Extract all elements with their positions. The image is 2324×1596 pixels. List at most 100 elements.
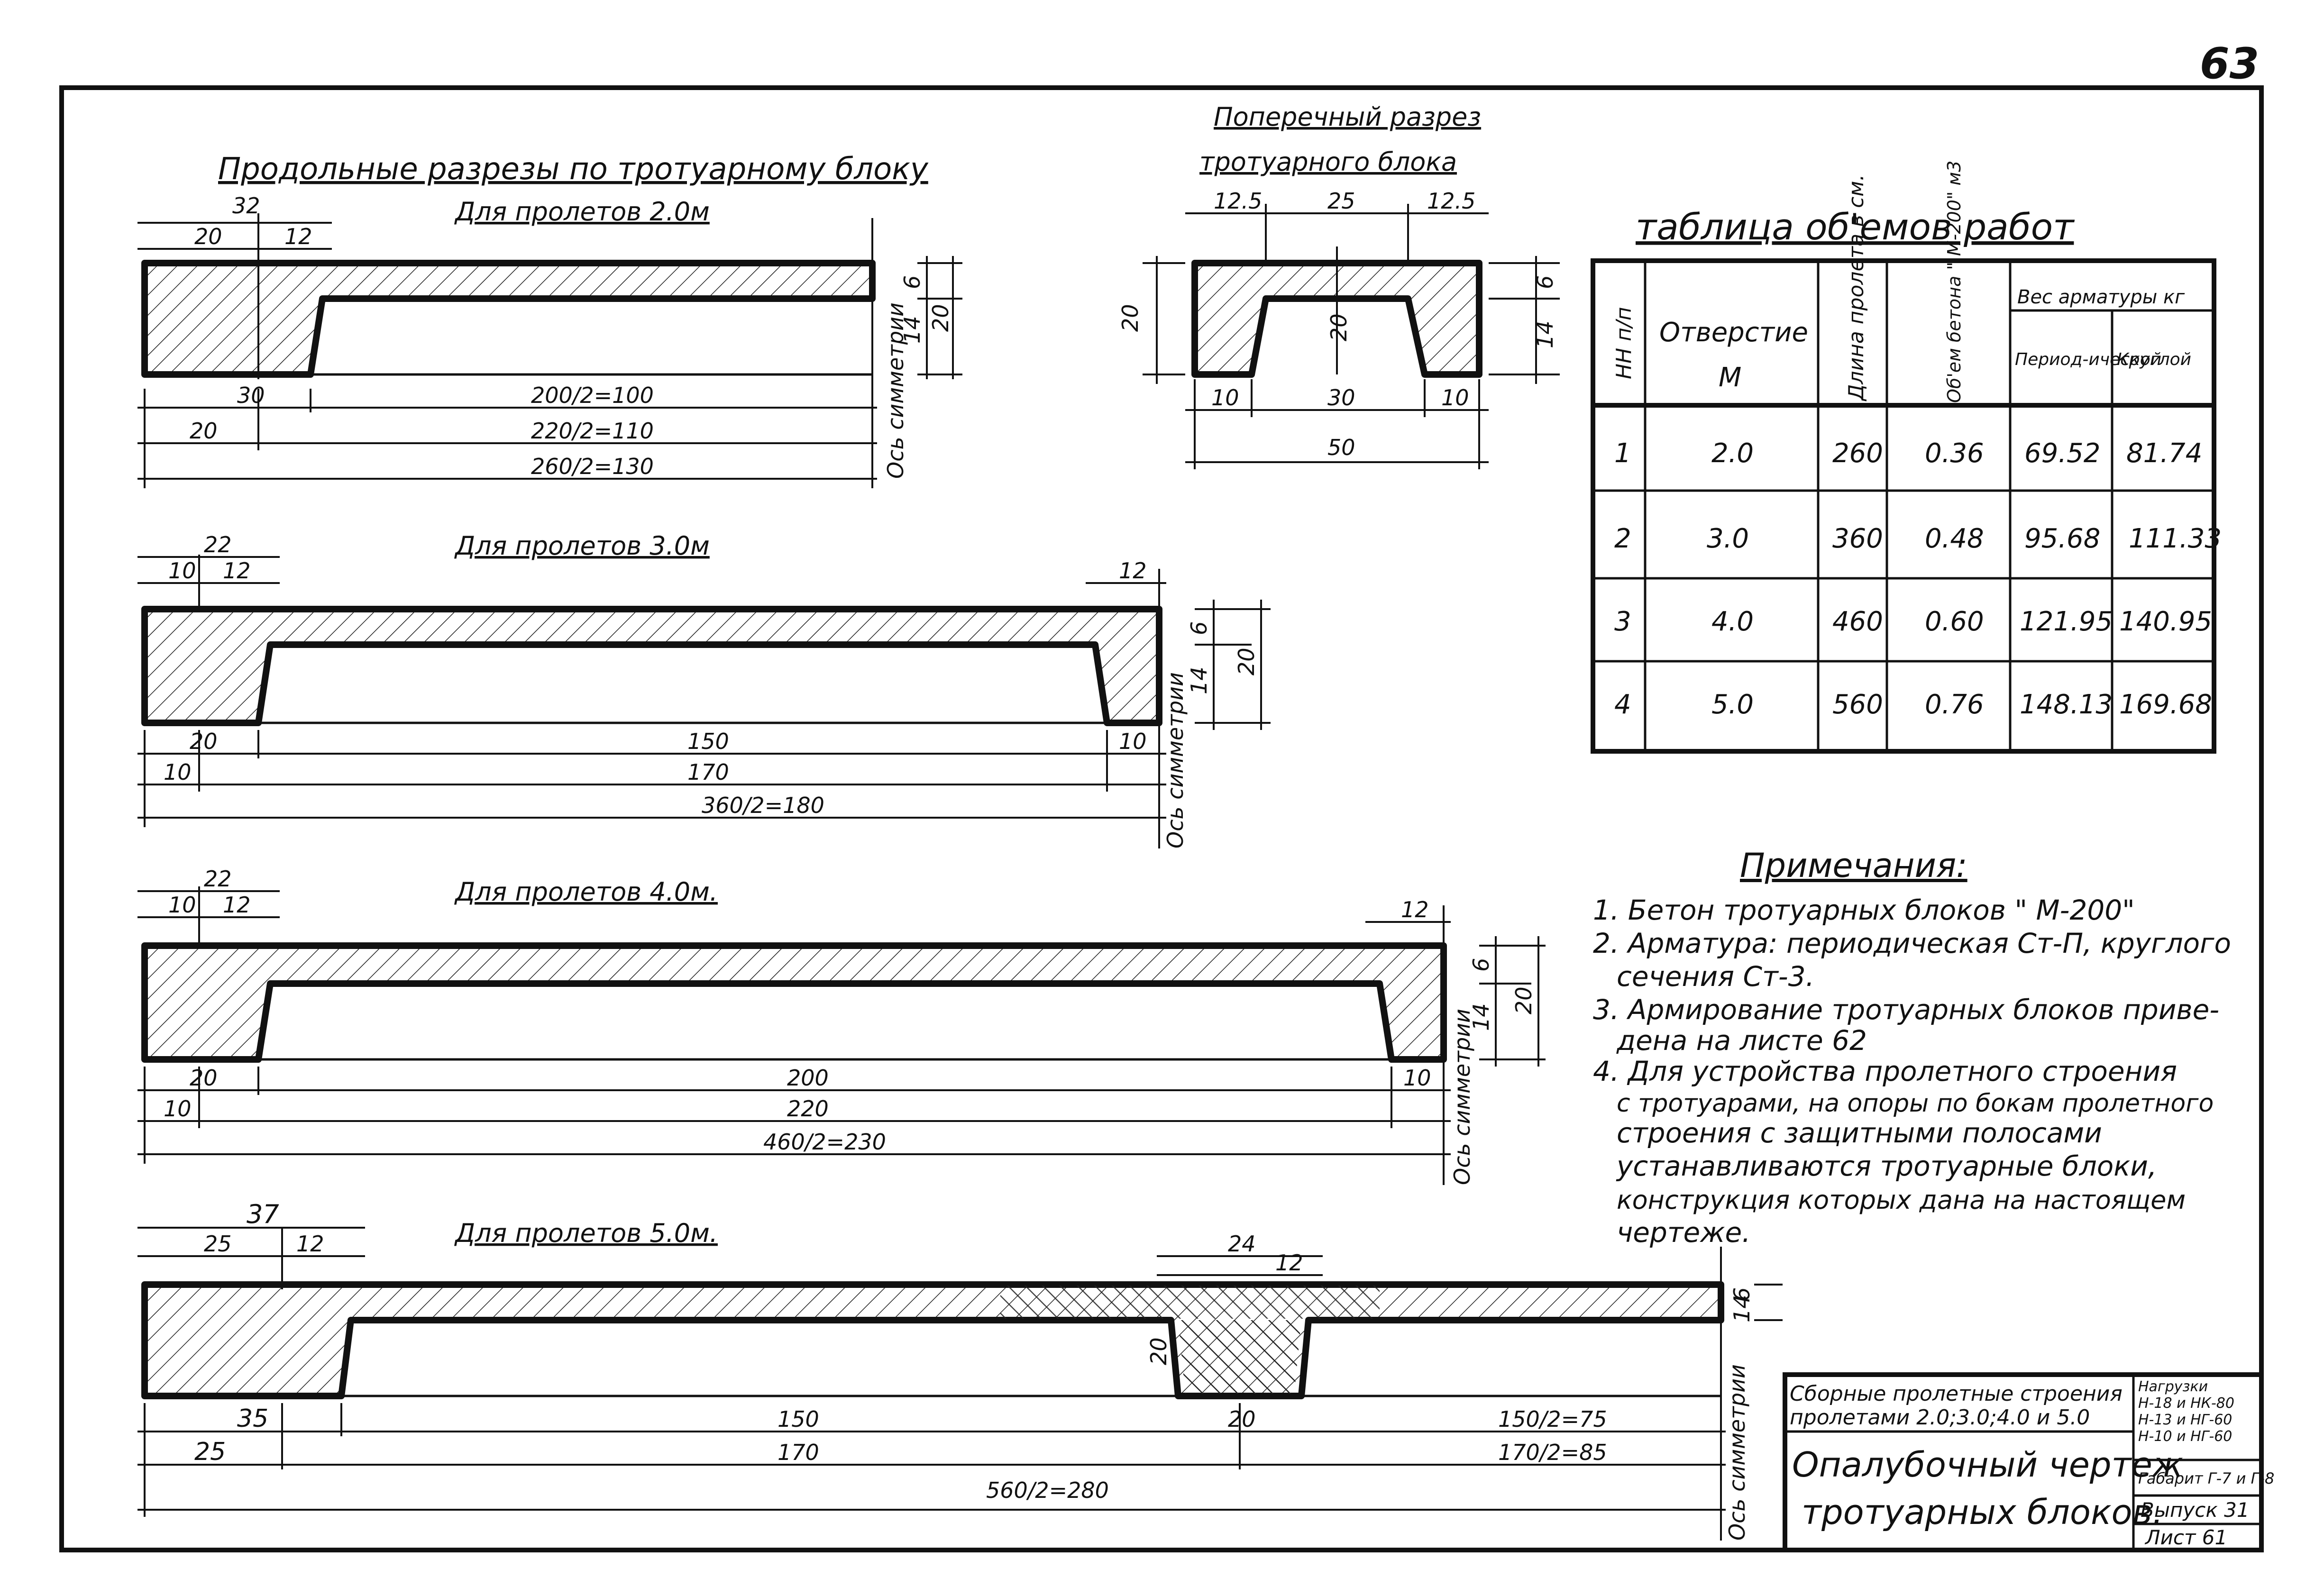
dim-4m-20h: 20 [1511,986,1537,1014]
row1-periodic: 69.52 [2024,438,2100,469]
section-2m-profile [141,260,876,378]
table-title: таблица об'емов работ [1636,206,2075,248]
th-length: Длина пролета в см. [1844,174,1868,402]
note-line-7: с тротуарами, на опоры по бокам пролетно… [1617,1089,2214,1118]
section-5m-rib [1178,1320,1301,1394]
note-line-11: чертеже. [1617,1216,1751,1249]
th-opening-unit: М [1719,362,1741,393]
section-5m-joint [1000,1286,1380,1319]
stamp-series-1: Сборные пролетные строения [1790,1382,2123,1406]
cross-dim-20: 20 [1117,304,1143,332]
section-5m-label: Для пролетов 5.0м. [454,1218,718,1248]
cross-dim-12-5b: 12.5 [1427,188,1475,214]
row1-round: 81.74 [2126,438,2202,469]
note-line-8: строения с защитными полосами [1617,1117,2102,1149]
row1-length: 260 [1832,438,1883,469]
row1-volume: 0.36 [1925,438,1984,469]
stamp-drawing-1: Опалубочный чертеж [1792,1445,2183,1485]
volumes-table: таблица об'емов работ НН п/п Отверстие М… [1591,161,2222,754]
dim-5m-6: 6 [1729,1287,1755,1301]
dim-3m-14: 14 [1186,666,1212,694]
row3-round: 140.95 [2119,606,2212,637]
stamp-load-2: Н-18 и НК-80 [2138,1395,2234,1412]
dim-2m-6: 6 [899,275,925,289]
row2-length: 360 [1832,523,1883,554]
stamp-issue: Выпуск 31 [2141,1498,2250,1522]
dim-5m-85: 170/2=85 [1498,1440,1607,1465]
stamp-load-3: Н-13 и НГ-60 [2138,1412,2232,1428]
cross-section: Поперечный разрез тротуарного блока 12.5… [1117,102,1560,469]
stamp-series-2: пролетами 2.0;3.0;4.0 и 5.0 [1790,1405,2090,1430]
row1-n: 1 [1614,438,1631,469]
section-3m: Для пролетов 3.0м Ось симметрии 22 10 12… [137,531,1271,848]
dim-3m-170: 170 [687,759,729,785]
dim-5m-35: 35 [237,1404,268,1433]
stamp-gabarit: Габарит Г-7 и Г-8 [2138,1469,2274,1487]
dim-2m-32: 32 [232,193,260,219]
dim-3m-12r: 12 [1119,558,1147,584]
th-opening: Отверстие [1659,317,1808,348]
cross-dim-10a: 10 [1211,385,1239,410]
note-line-1: 1. Бетон тротуарных блоков " М-200" [1593,894,2135,926]
dim-2m-20h: 20 [928,304,953,332]
dim-3m-20: 20 [190,729,218,754]
th-volume: Об'ем бетона " М-200" м3 [1944,161,1965,403]
note-line-10: конструкция которых дана на настоящем [1617,1185,2186,1215]
section-3m-label: Для пролетов 3.0м [454,531,710,561]
section-3m-axis: Ось симметрии [1162,672,1188,848]
row3-volume: 0.60 [1925,606,1984,637]
row4-n: 4 [1614,689,1631,720]
row2-opening: 3.0 [1707,523,1749,554]
stamp-load-4: Н-10 и НГ-60 [2138,1428,2232,1445]
section-2m: Для пролетов 2.0м Ось симметрии 32 20 12… [137,193,962,488]
th-weight: Вес арматуры кг [2017,286,2185,308]
section-5m-axis: Ось симметрии [1724,1364,1750,1541]
dim-3m-150: 150 [687,729,729,754]
section-4m: Для пролетов 4.0м. Ось симметрии 22 10 1… [137,866,1546,1185]
dim-4m-230: 460/2=230 [763,1129,886,1155]
section-2m-axis: Ось симметрии [883,302,908,479]
dim-4m-10r: 10 [1403,1065,1431,1091]
dim-5m-37: 37 [247,1199,279,1229]
dim-4m-12: 12 [223,892,251,918]
dim-4m-20: 20 [190,1065,218,1091]
dim-4m-22: 22 [204,866,232,892]
section-5m: Для пролетов 5.0м. Ось симметрии 37 25 1… [137,1199,1783,1541]
row2-volume: 0.48 [1925,523,1984,554]
row2-n: 2 [1614,523,1631,554]
row2-periodic: 95.68 [2024,523,2100,554]
section-5m-profile [141,1281,1724,1399]
dim-3m-10r: 10 [1119,729,1147,754]
dim-3m-6: 6 [1186,621,1212,635]
note-line-9: устанавливаются тротуарные блоки, [1616,1150,2157,1182]
row3-periodic: 121.95 [2020,606,2113,637]
row4-round: 169.68 [2119,689,2212,720]
cross-dim-14: 14 [1532,320,1558,348]
dim-3m-10: 10 [168,558,196,584]
note-line-4: 3. Армирование тротуарных блоков приве- [1593,994,2219,1026]
row4-periodic: 148.13 [2020,689,2113,720]
dim-2m-14: 14 [899,316,925,344]
section-4m-profile [141,942,1447,1063]
section-2m-label: Для пролетов 2.0м [454,197,710,227]
cross-dim-20-inner: 20 [1326,313,1352,341]
note-line-5: дена на листе 62 [1616,1024,1867,1057]
dim-4m-10: 10 [168,892,196,918]
cross-dim-10b: 10 [1441,385,1469,410]
main-title: Продольные разрезы по тротуарному блоку [218,152,929,187]
dim-3m-10b: 10 [164,759,192,785]
row3-opening: 4.0 [1711,606,1754,637]
dim-3m-20h: 20 [1234,648,1259,675]
cross-profile [1191,260,1482,378]
cross-dim-50: 50 [1327,435,1355,460]
dim-2m-20b: 20 [190,418,218,444]
section-3m-profile [141,606,1162,726]
cross-title-2: тротуарного блока [1199,147,1457,177]
dim-5m-14: 14 [1729,1295,1755,1322]
page-number: 63 [2200,39,2259,89]
note-line-6: 4. Для устройства пролетного строения [1593,1055,2177,1087]
section-4m-axis: Ось симметрии [1449,1009,1475,1185]
row2-round: 111.33 [2129,523,2222,554]
cross-dim-30: 30 [1327,385,1355,410]
section-4m-label: Для пролетов 4.0м. [454,877,718,907]
